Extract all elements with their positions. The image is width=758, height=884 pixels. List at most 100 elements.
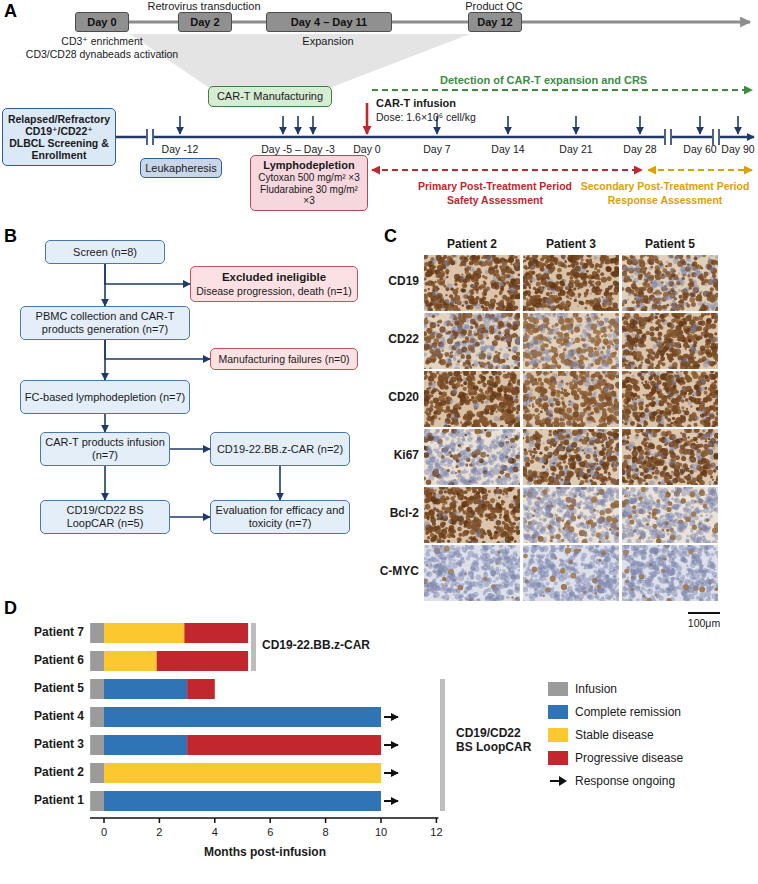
stained-nucleus — [649, 287, 653, 291]
stained-nucleus — [516, 339, 520, 345]
stained-nucleus — [542, 286, 544, 288]
stained-nucleus — [465, 324, 470, 329]
stained-nucleus — [692, 290, 695, 293]
stained-nucleus — [425, 317, 428, 320]
stained-nucleus — [424, 300, 429, 305]
stained-nucleus — [471, 284, 475, 288]
stained-nucleus — [600, 327, 606, 333]
stained-nucleus — [623, 266, 626, 269]
stained-nucleus — [585, 325, 589, 329]
stained-nucleus — [428, 288, 430, 290]
stained-nucleus — [484, 350, 486, 352]
stained-nucleus — [492, 324, 495, 327]
stained-nucleus — [622, 256, 626, 261]
stained-nucleus — [671, 273, 675, 277]
stained-nucleus — [539, 262, 542, 265]
stained-nucleus — [627, 259, 633, 265]
stained-nucleus — [550, 295, 553, 298]
stained-nucleus — [476, 274, 480, 278]
stained-nucleus — [545, 260, 549, 264]
stained-nucleus — [594, 267, 597, 270]
stained-nucleus — [611, 285, 613, 287]
stained-nucleus — [466, 266, 471, 271]
stained-nucleus — [605, 330, 607, 332]
stained-nucleus — [455, 343, 461, 349]
stained-nucleus — [708, 257, 711, 260]
stained-nucleus — [589, 292, 592, 295]
stained-nucleus — [584, 292, 587, 295]
stained-nucleus — [463, 340, 467, 344]
stained-nucleus — [602, 297, 608, 303]
stained-nucleus — [599, 322, 604, 327]
stained-nucleus — [449, 294, 453, 298]
stained-nucleus — [461, 346, 467, 352]
stained-nucleus — [610, 285, 613, 288]
stained-nucleus — [445, 364, 449, 368]
stained-nucleus — [502, 270, 505, 273]
stained-nucleus — [560, 281, 565, 286]
stained-nucleus — [494, 335, 498, 339]
stained-nucleus — [535, 304, 539, 308]
stained-nucleus — [711, 255, 713, 257]
stained-nucleus — [597, 366, 602, 369]
stained-nucleus — [437, 324, 439, 326]
stained-nucleus — [622, 264, 627, 270]
stained-nucleus — [583, 338, 586, 341]
stained-nucleus — [556, 274, 562, 280]
stained-nucleus — [473, 330, 476, 333]
stained-nucleus — [424, 331, 427, 336]
stained-nucleus — [498, 306, 502, 310]
stained-nucleus — [665, 265, 667, 267]
stained-nucleus — [483, 281, 486, 284]
stained-nucleus — [628, 266, 634, 272]
stained-nucleus — [559, 298, 561, 300]
stained-nucleus — [589, 299, 594, 304]
stained-nucleus — [571, 292, 576, 297]
stained-nucleus — [470, 366, 473, 369]
stained-nucleus — [554, 298, 559, 303]
stained-nucleus — [501, 364, 506, 369]
stained-nucleus — [425, 271, 431, 277]
stained-nucleus — [616, 340, 619, 344]
stained-nucleus — [486, 335, 488, 337]
stained-nucleus — [481, 353, 486, 358]
stained-nucleus — [591, 283, 594, 286]
stained-nucleus — [446, 357, 451, 362]
stained-nucleus — [573, 287, 576, 290]
stained-nucleus — [454, 337, 456, 339]
stained-nucleus — [668, 255, 674, 259]
stained-nucleus — [506, 267, 512, 273]
stained-nucleus — [701, 267, 704, 270]
stained-nucleus — [632, 258, 638, 264]
stained-nucleus — [629, 279, 632, 282]
stained-nucleus — [658, 308, 661, 311]
stained-nucleus — [690, 279, 693, 282]
stained-nucleus — [570, 281, 572, 283]
stained-nucleus — [465, 318, 470, 323]
stained-nucleus — [678, 273, 680, 275]
stained-nucleus — [480, 365, 483, 368]
stained-nucleus — [573, 357, 576, 360]
stained-nucleus — [466, 354, 471, 359]
stained-nucleus — [659, 303, 661, 305]
stained-nucleus — [537, 367, 539, 369]
timeline-break — [712, 129, 714, 145]
stained-nucleus — [458, 316, 461, 319]
stained-nucleus — [506, 281, 510, 285]
stained-nucleus — [622, 303, 625, 307]
stained-nucleus — [490, 347, 495, 352]
stained-nucleus — [671, 304, 674, 307]
stained-nucleus — [534, 299, 537, 302]
stained-nucleus — [566, 300, 569, 303]
stained-nucleus — [715, 255, 718, 259]
stained-nucleus — [588, 285, 591, 288]
stained-nucleus — [475, 298, 478, 301]
stained-nucleus — [526, 298, 529, 301]
stained-nucleus — [677, 255, 679, 257]
stained-nucleus — [493, 270, 499, 276]
stained-nucleus — [564, 306, 570, 311]
stained-nucleus — [634, 293, 638, 297]
stained-nucleus — [608, 333, 612, 337]
stained-nucleus — [698, 275, 702, 279]
stained-nucleus — [474, 286, 479, 291]
